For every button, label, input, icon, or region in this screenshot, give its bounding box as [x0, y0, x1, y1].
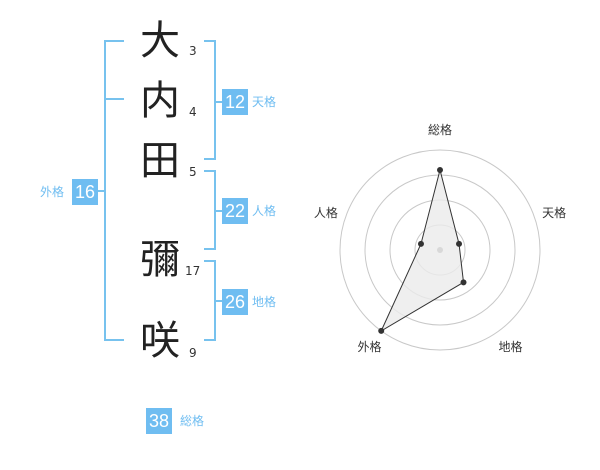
jinkaku-badge: 22	[222, 198, 249, 224]
gaikaku-bracket-connector	[98, 190, 106, 192]
radar-center	[437, 247, 443, 253]
tenkaku-bracket-connector	[214, 101, 222, 103]
radar-axis-label-1: 総格	[428, 122, 452, 137]
name-char-1: 大	[140, 18, 180, 64]
name-char-4: 彌	[140, 237, 180, 283]
soukaku-badge: 38	[146, 408, 173, 434]
radar-point-5	[417, 240, 424, 247]
soukaku-label: 総格	[180, 414, 205, 428]
tenkaku-label: 天格	[252, 95, 277, 109]
chikaku-bracket-connector	[214, 300, 222, 302]
name-char-5: 咲	[140, 318, 180, 364]
radar-axis-label-4: 外格	[357, 339, 381, 354]
radar-area	[380, 169, 465, 333]
stroke-count-5: 9	[189, 346, 197, 360]
stroke-count-3: 5	[189, 165, 197, 179]
radar-axis-label-2: 天格	[542, 205, 566, 220]
chikaku-label: 地格	[252, 295, 277, 309]
name-char-2: 内	[140, 78, 180, 124]
tenkaku-bracket	[204, 40, 216, 160]
stroke-count-4: 17	[185, 264, 201, 278]
gaikaku-bracket-divider	[104, 98, 124, 100]
chikaku-badge: 26	[222, 289, 249, 315]
radar-point-2	[456, 240, 463, 247]
radar-ring-4	[339, 149, 541, 351]
gaikaku-bracket	[104, 40, 124, 341]
stroke-count-1: 3	[189, 44, 197, 58]
gaikaku-label: 外格	[40, 185, 65, 199]
jinkaku-bracket-connector	[214, 210, 222, 212]
radar-point-3	[460, 279, 467, 286]
radar-axis-label-3: 地格	[499, 339, 523, 354]
radar-point-4	[378, 327, 385, 334]
name-char-3: 田	[140, 138, 180, 184]
gaikaku-badge: 16	[72, 179, 99, 205]
tenkaku-badge: 12	[222, 89, 249, 115]
radar-point-1	[437, 167, 443, 173]
radar-axis-label-5: 人格	[314, 205, 338, 220]
jinkaku-label: 人格	[252, 204, 277, 218]
stroke-count-2: 4	[189, 105, 197, 119]
